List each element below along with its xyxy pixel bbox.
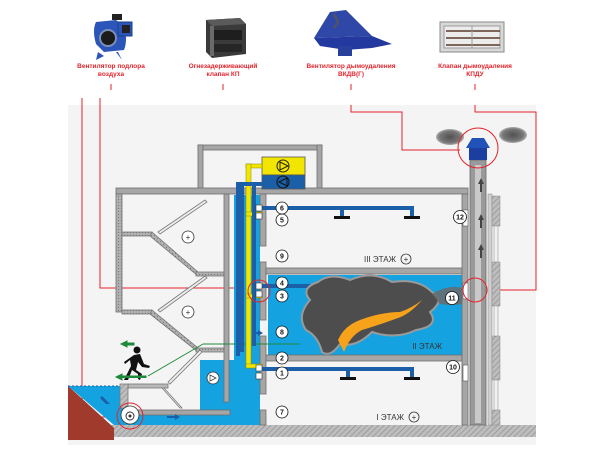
ground-slab xyxy=(68,425,536,437)
floor-labels: III ЭТАЖ + II ЭТАЖ I ЭТАЖ + xyxy=(364,253,443,423)
floor-1-pressure-symbol: + xyxy=(412,413,417,422)
svg-text:11: 11 xyxy=(448,296,456,303)
roof-fan-highlight xyxy=(457,127,499,169)
blue-duct xyxy=(236,182,262,356)
svg-text:8: 8 xyxy=(280,330,284,337)
svg-text:10: 10 xyxy=(449,365,457,372)
fire-dampers xyxy=(255,204,263,380)
marker: 8 xyxy=(275,325,289,339)
marker: 4 xyxy=(275,276,289,290)
svg-text:5: 5 xyxy=(280,218,284,225)
floor-2-label: II ЭТАЖ xyxy=(412,342,442,351)
marker: 9 xyxy=(275,249,289,263)
bottom-supply-fan-icon xyxy=(120,405,140,425)
roof-fan-symbol xyxy=(436,127,527,160)
svg-text:2: 2 xyxy=(280,356,284,363)
fire-damper-label: Огнезадерживающий клапан КП xyxy=(188,63,258,78)
marker: 6 xyxy=(275,201,289,215)
svg-text:3: 3 xyxy=(280,294,284,301)
marker: 10 xyxy=(446,360,460,374)
facade xyxy=(487,193,501,426)
svg-text:12: 12 xyxy=(456,215,464,222)
svg-text:7: 7 xyxy=(280,410,284,417)
blue-supply-fan-unit xyxy=(261,174,306,190)
roof-smoke-exhaust-fan-icon xyxy=(314,10,392,56)
marker: 3 xyxy=(275,289,289,303)
stair-supply-fan-symbol xyxy=(206,371,220,385)
supply-fan-label: Вентилятор подлора воздуха xyxy=(77,63,145,78)
roof-supply-fans xyxy=(261,156,306,190)
smoke-exhaust-valve-icon xyxy=(439,21,505,53)
bottom-fan-highlight xyxy=(116,402,144,430)
numbered-markers: 1 2 3 4 5 6 7 8 9 10 11 12 xyxy=(275,201,467,419)
smoke-flow-arrows xyxy=(478,178,484,258)
floor-3-pressure-symbol: + xyxy=(404,255,409,264)
leader-stubs xyxy=(81,98,101,105)
svg-text:6: 6 xyxy=(280,206,284,213)
centrifugal-fan-icon xyxy=(94,14,133,60)
svg-text:4: 4 xyxy=(280,281,284,288)
svg-text:9: 9 xyxy=(280,254,284,261)
floor-1-label: I ЭТАЖ xyxy=(376,413,404,422)
evacuation-path xyxy=(114,340,300,381)
marker: 7 xyxy=(275,405,289,419)
stair-pressure-symbol: + xyxy=(186,308,191,317)
marker: 1 xyxy=(275,366,289,380)
floor-3-label: III ЭТАЖ xyxy=(364,255,397,264)
building-walls xyxy=(115,144,469,426)
fire-damper-icon xyxy=(206,18,246,58)
marker: 2 xyxy=(275,351,289,365)
evacuating-person-icon xyxy=(124,346,150,380)
damper-highlight xyxy=(247,279,271,303)
svg-text:1: 1 xyxy=(280,371,284,378)
stair-pressure-symbol: + xyxy=(186,233,191,242)
roof-fan-label: Вентилятор дымоудаления ВКДВ(Г) xyxy=(306,63,396,78)
staircase xyxy=(119,199,225,409)
marker: 5 xyxy=(275,213,289,227)
stair-pressure-symbols: + + xyxy=(181,230,220,385)
marker: 12 xyxy=(453,210,467,224)
valve-highlight xyxy=(462,277,488,303)
smoke-valve-label: Клапан дымоудаления КПДУ xyxy=(438,63,512,78)
marker: 11 xyxy=(445,291,459,305)
